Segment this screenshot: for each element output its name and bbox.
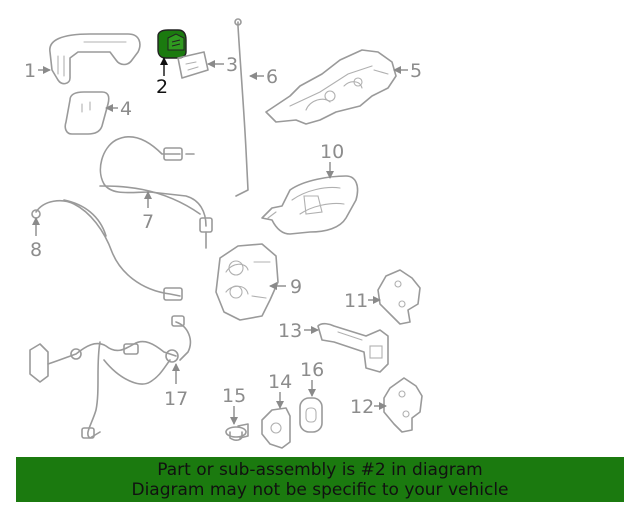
part-2-handle-cap	[157, 29, 187, 59]
part-8-cable	[31, 199, 183, 301]
info-banner: Part or sub-assembly is #2 in diagram Di…	[16, 457, 624, 502]
callout-3: 3	[226, 54, 238, 76]
part-3-gasket	[177, 51, 209, 79]
callout-17: 17	[164, 388, 188, 410]
banner-line-1: Part or sub-assembly is #2 in diagram	[157, 460, 483, 480]
callout-8: 8	[30, 239, 42, 261]
callout-16: 16	[300, 359, 324, 381]
callout-13: 13	[278, 320, 302, 342]
part-6-rod	[234, 18, 249, 197]
part-4-pad	[64, 91, 110, 135]
part-11-hinge	[377, 269, 421, 325]
callout-10: 10	[320, 141, 344, 163]
part-5-latch-bracket	[265, 49, 397, 125]
part-12-lower-hinge	[383, 377, 423, 433]
callout-12: 12	[350, 396, 374, 418]
part-9-lock-actuator	[215, 243, 279, 321]
callout-14: 14	[268, 371, 292, 393]
callout-1: 1	[24, 60, 36, 82]
callout-5: 5	[410, 60, 422, 82]
callout-15: 15	[222, 385, 246, 407]
part-15-bolt	[225, 423, 249, 441]
part-14-striker	[261, 407, 291, 449]
callout-7: 7	[142, 211, 154, 233]
part-17-wiring-harness	[29, 315, 192, 439]
callout-2: 2	[156, 76, 168, 98]
callout-4: 4	[120, 98, 132, 120]
part-13-check-arm	[317, 322, 389, 373]
callout-6: 6	[266, 66, 278, 88]
part-16-plug	[299, 397, 323, 433]
callout-9: 9	[290, 276, 302, 298]
part-1-outside-handle	[49, 33, 141, 85]
part-10-inside-handle	[261, 175, 359, 235]
callout-11: 11	[344, 290, 368, 312]
banner-line-2: Diagram may not be specific to your vehi…	[131, 480, 509, 500]
part-7-cable	[99, 136, 213, 249]
parts-diagram: 1 2 3 4 5 6 7 8 9 10 11 12 13 14 15 16 1…	[24, 18, 423, 449]
